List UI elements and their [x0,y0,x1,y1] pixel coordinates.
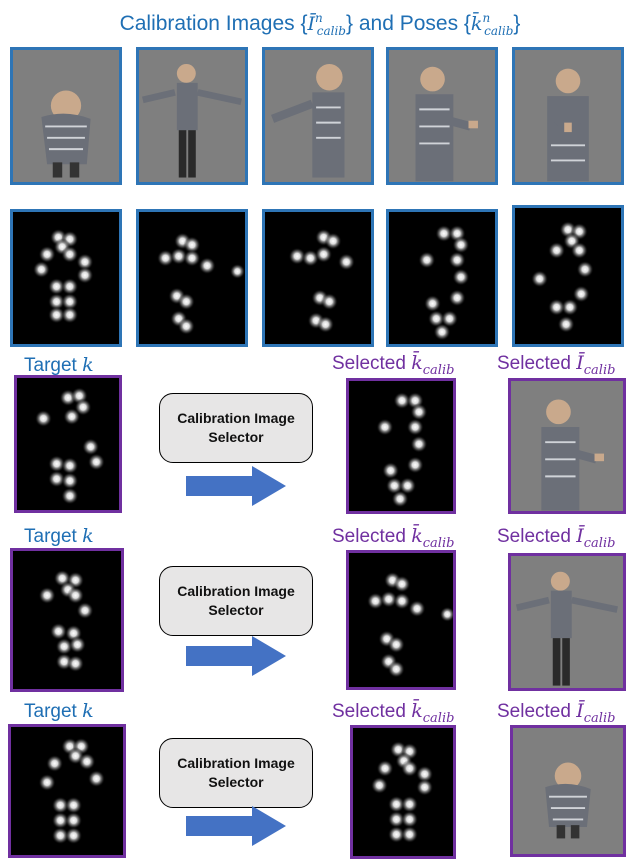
selected-i-label: Selected Īcalib [497,525,616,551]
person-top-down-icon [545,762,591,839]
calibration-image-selector: Calibration Image Selector [159,393,313,463]
calibration-heatmap-2 [136,209,248,347]
figure-title: Calibration Images {Īncalib} and Poses {… [119,11,521,39]
right-arrow-icon [186,806,286,846]
selected-k-heatmap [350,725,456,859]
person-t-pose-side-icon [515,571,618,686]
selected-i-label: Selected Īcalib [497,352,616,378]
keypoint-heatmap-icon [418,225,470,341]
calibration-photo-1 [10,47,122,185]
selected-k-heatmap [346,378,456,514]
calibration-heatmap-5 [512,205,624,347]
selected-i-photo [508,378,626,514]
selected-k-label: Selected k̄calib [332,525,455,551]
keypoint-heatmap-icon [38,569,94,673]
selected-i-photo [508,553,626,691]
keypoint-heatmap-icon [156,232,245,335]
person-top-down-icon [41,90,91,178]
keypoint-heatmap-icon [366,571,453,678]
target-label: Target k [24,700,94,722]
target-heatmap [8,724,126,858]
target-label: Target k [24,525,94,547]
calibration-heatmap-3 [262,209,374,347]
keypoint-heatmap-icon [288,228,355,333]
selected-k-heatmap [346,550,456,690]
right-arrow-icon [186,636,286,676]
keypoint-heatmap-icon [376,392,428,508]
right-arrow-icon [186,466,286,506]
target-heatmap [10,548,124,692]
person-phone-icon [415,66,478,182]
keypoint-heatmap-icon [370,741,434,843]
selected-k-label: Selected k̄calib [332,700,455,726]
selected-i-label: Selected Īcalib [497,700,616,726]
calibration-photo-5 [512,47,624,185]
calibration-image-selector: Calibration Image Selector [159,738,313,808]
keypoint-heatmap-icon [38,737,105,845]
calibration-photo-4 [386,47,498,185]
calibration-heatmap-1 [10,209,122,347]
selected-i-photo [510,725,626,857]
person-t-pose-side-icon [142,63,242,178]
keypoint-heatmap-icon [32,228,94,324]
calibration-heatmap-4 [386,209,498,347]
person-arm-extended-icon [271,63,345,178]
calibration-image-selector: Calibration Image Selector [159,566,313,636]
person-phone-icon [541,399,605,511]
selected-k-label: Selected k̄calib [332,352,455,378]
target-heatmap [14,375,122,513]
calibration-photo-2 [136,47,248,185]
keypoint-heatmap-icon [531,221,594,333]
target-label: Target k [24,354,94,376]
calibration-photo-3 [262,47,374,185]
person-front-icon [547,68,589,182]
keypoint-heatmap-icon [34,387,105,505]
